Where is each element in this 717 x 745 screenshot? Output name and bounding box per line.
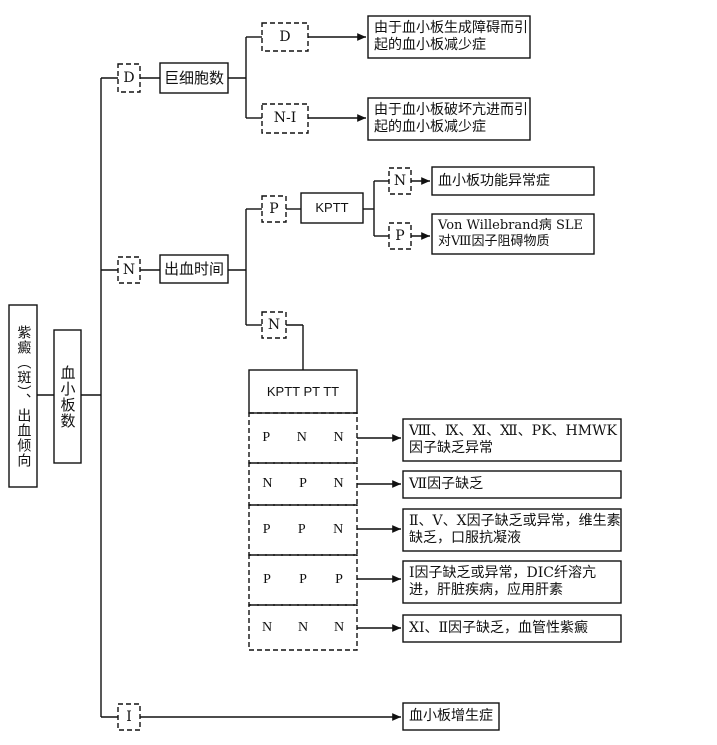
result-box-row1: [402, 418, 622, 462]
code-kptt-n-label: N: [393, 172, 407, 189]
megakaryocyte-label: 巨细胞数: [163, 69, 224, 87]
row1-tt: N: [333, 430, 344, 445]
result-box-row3: [402, 508, 622, 552]
row2-kptt: N: [262, 476, 273, 491]
row2-pt: P: [299, 476, 307, 491]
result-row2-text: Ⅶ因子缺乏: [409, 476, 484, 493]
code-n-label: N: [122, 261, 136, 278]
result-i-text: 血小板增生症: [409, 708, 493, 725]
code-d2-label: D: [279, 28, 291, 45]
code-i-label: I: [126, 708, 132, 725]
result-row3-text: Ⅱ、Ⅴ、Ⅹ因子缺乏或异常，维生素缺乏，口服抗凝液: [409, 513, 621, 546]
code-n2-label: N: [267, 316, 281, 333]
platelet-count-box: [53, 329, 82, 464]
result-box-platelet-dysfunction: [431, 166, 595, 196]
row5-kptt: N: [261, 619, 273, 635]
platelet-count-label: 血小板数: [58, 364, 77, 429]
row4-kptt: P: [263, 572, 271, 587]
result-box-d: [367, 15, 531, 59]
code-kptt-p-label: P: [395, 227, 405, 244]
table-row-2-values: N P N: [249, 463, 357, 505]
kptt-label: KPTT: [315, 200, 349, 216]
row3-tt: N: [333, 522, 344, 537]
code-ni-label: N-I: [273, 110, 297, 127]
row5-tt: N: [333, 619, 345, 635]
result-box-vwd: [431, 213, 595, 255]
result-box-row4: [402, 560, 622, 604]
table-row-1-values: P N N: [249, 413, 357, 463]
result-d-text: 由于血小板生成障碍而引起的血小板减少症: [374, 20, 528, 53]
result-box-i: [402, 702, 500, 731]
code-d-label: D: [123, 69, 135, 86]
table-row-4-values: P P P: [249, 555, 357, 605]
result-box-row5: [402, 614, 622, 643]
result-box-ni: [367, 97, 531, 141]
table-row-4: [248, 554, 358, 606]
table-row-3-values: P P N: [249, 505, 357, 555]
row5-pt: N: [297, 619, 309, 635]
row4-pt: P: [299, 572, 307, 587]
result-box-row2: [402, 470, 622, 499]
result-platelet-dysfunction-text: 血小板功能异常症: [438, 172, 550, 189]
row3-pt: P: [297, 522, 306, 537]
table-row-5-values: N N N: [249, 605, 357, 650]
bleeding-time-label: 出血时间: [163, 260, 224, 278]
row1-pt: N: [296, 430, 307, 445]
row4-tt: P: [335, 572, 343, 587]
code-p-label: P: [269, 200, 279, 217]
table-row-3: [248, 504, 358, 556]
result-row5-text: ⅩⅠ、Ⅱ因子缺乏，血管性紫癜: [409, 620, 589, 637]
result-vwd-text: Von Willebrand病 SLE对Ⅷ因子阻碍物质: [438, 218, 583, 249]
result-row1-text: Ⅷ、Ⅸ、Ⅺ、Ⅻ、PK、HMWK因子缺乏异常: [409, 423, 617, 456]
row2-tt: N: [333, 476, 344, 491]
root-label: 紫癜（斑）、出血倾向: [15, 324, 32, 468]
kptt-box: [300, 192, 364, 224]
bleeding-time-box: [159, 254, 229, 284]
row3-kptt: P: [262, 522, 271, 537]
result-row4-text: Ⅰ因子缺乏或异常，DIC纤溶亢进，肝脏疾病，应用肝素: [409, 565, 596, 598]
root-box: [8, 304, 38, 488]
table-header-label: KPTT PT TT: [266, 383, 340, 399]
result-ni-text: 由于血小板破坏亢进而引起的血小板减少症: [374, 102, 528, 135]
row1-kptt: P: [262, 430, 271, 445]
